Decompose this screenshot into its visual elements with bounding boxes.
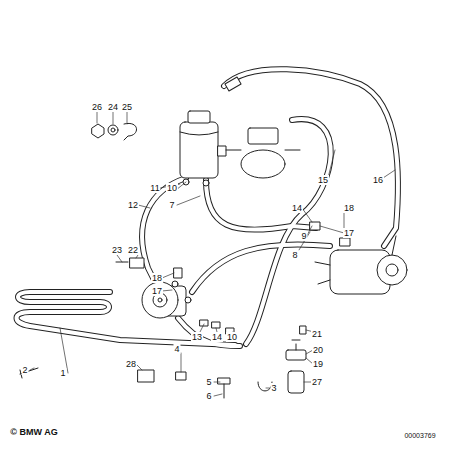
- callout-number: 20: [312, 345, 324, 355]
- callout-number: 17: [343, 228, 355, 238]
- callout-number: 19: [312, 359, 324, 369]
- copyright-note: © BMW AG: [9, 427, 58, 437]
- callout-number: 18: [343, 203, 355, 213]
- callout-number: 24: [107, 102, 119, 112]
- callout-number: 5: [205, 377, 212, 387]
- callout-number: 7: [168, 200, 175, 210]
- callout-number: 18: [151, 273, 163, 283]
- callout-number: 28: [125, 359, 137, 369]
- callout-number: 14: [211, 332, 223, 342]
- callout-number: 4: [173, 344, 180, 354]
- callout-number: 12: [127, 200, 139, 210]
- callout-number: 21: [311, 329, 323, 339]
- callout-number: 6: [205, 391, 212, 401]
- callout-number: 14: [291, 203, 303, 213]
- callout-number: 15: [317, 175, 329, 185]
- callout-number: 3: [270, 383, 277, 393]
- callout-number: 10: [226, 332, 238, 342]
- callout-number: 13: [191, 332, 203, 342]
- callout-number: 2: [21, 365, 28, 375]
- callout-number: 17: [151, 286, 163, 296]
- diagram-number: 00003769: [403, 432, 436, 440]
- callout-number: 26: [91, 102, 103, 112]
- callout-number: 22: [127, 245, 139, 255]
- callout-number: 16: [372, 175, 384, 185]
- callout-number: 27: [311, 377, 323, 387]
- callout-number: 8: [291, 250, 298, 260]
- callout-number: 25: [121, 102, 133, 112]
- callout-number: 9: [300, 231, 307, 241]
- callout-number: 10: [166, 183, 178, 193]
- callout-number: 23: [111, 245, 123, 255]
- callout-number: 1: [59, 368, 66, 378]
- callout-number: 11: [149, 183, 160, 193]
